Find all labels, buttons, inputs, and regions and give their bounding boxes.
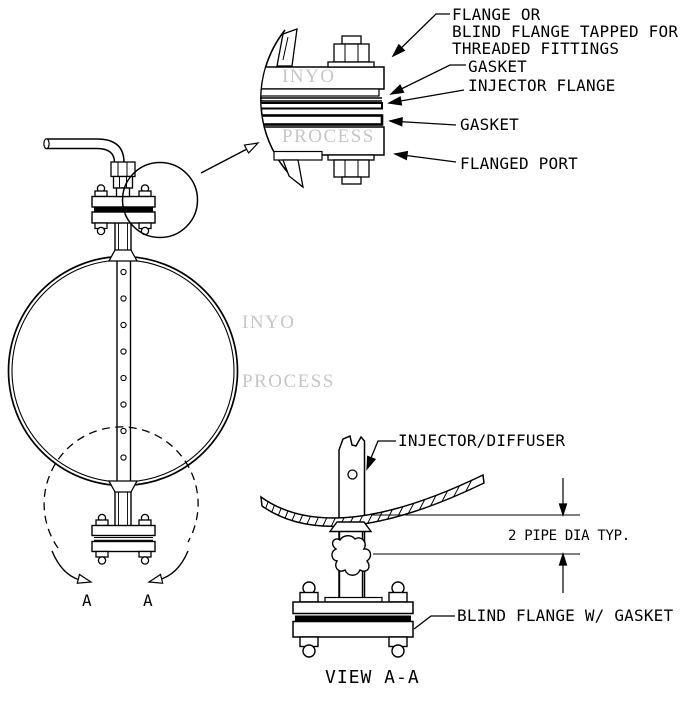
label-gasket-bottom: GASKET [460,115,519,134]
leader-blind-flange [413,615,455,630]
watermark-inyo-main: INYO [242,312,296,333]
leader-injector-flange [388,89,465,104]
label-gasket-top: GASKET [468,57,527,76]
chemical-feed-hose [43,138,125,163]
bottom-weld-bell [107,480,139,493]
injector-flange-plate [261,102,383,110]
section-marker-a-right: A [143,591,153,610]
section-arrow-right-shaft [157,550,189,581]
bottom-nut [333,159,370,178]
raised-face [261,88,380,97]
aa-gasket-black-band [295,615,411,622]
fitting-fin [276,28,298,67]
aa-break-cloud [331,535,372,576]
port-blade [282,159,304,189]
aa-wall-hatching [265,480,473,527]
bottom-flange [91,513,156,565]
top-nut [333,43,370,63]
top-weld-bell [107,249,139,262]
aa-pipe-wall [260,473,485,527]
label-injector-flange: INJECTOR FLANGE [468,76,616,95]
leader-flange [392,13,450,57]
aa-tube-hole [347,469,358,480]
gasket-band [261,114,384,126]
leader-injector-diffuser [370,440,396,459]
watermark-process-main: PROCESS [242,371,335,392]
aa-blind-flange [292,581,414,658]
section-arrow-left-shaft [51,550,81,581]
detail-balloon-view [260,13,466,189]
injector-tube [116,259,132,483]
section-marker-a-left: A [82,591,92,610]
aa-collar [328,521,373,533]
detail-callout-circle [121,161,199,239]
bottom-neck [114,492,132,525]
label-flanged-port: FLANGED PORT [460,154,578,173]
watermark-process-detail: PROCESS [282,126,375,147]
pipe-outer-wall [7,255,239,487]
top-neck [114,223,132,250]
pipe-inner-wall [11,259,235,483]
leader-gasket-top [390,64,466,95]
section-view-a-a [260,434,580,658]
port-step [273,150,323,161]
label-dimension: 2 PIPE DIA TYP. [508,528,630,544]
arrowheads [76,43,568,584]
label-blind-flange-gasket: BLIND FLANGE W/ GASKET [457,606,674,625]
flanged-port-block [261,126,385,156]
label-injector-diffuser: INJECTOR/DIFFUSER [398,431,566,450]
watermark-inyo-detail: INYO [282,66,336,87]
main-pipe-section-view [7,138,248,581]
view-aa-caption: VIEW A-A [325,667,420,688]
callout-arrow-shaft [200,148,248,174]
label-flange-or-blind-flange: FLANGE OR BLIND FLANGE TAPPED FOR THREAD… [452,5,679,58]
